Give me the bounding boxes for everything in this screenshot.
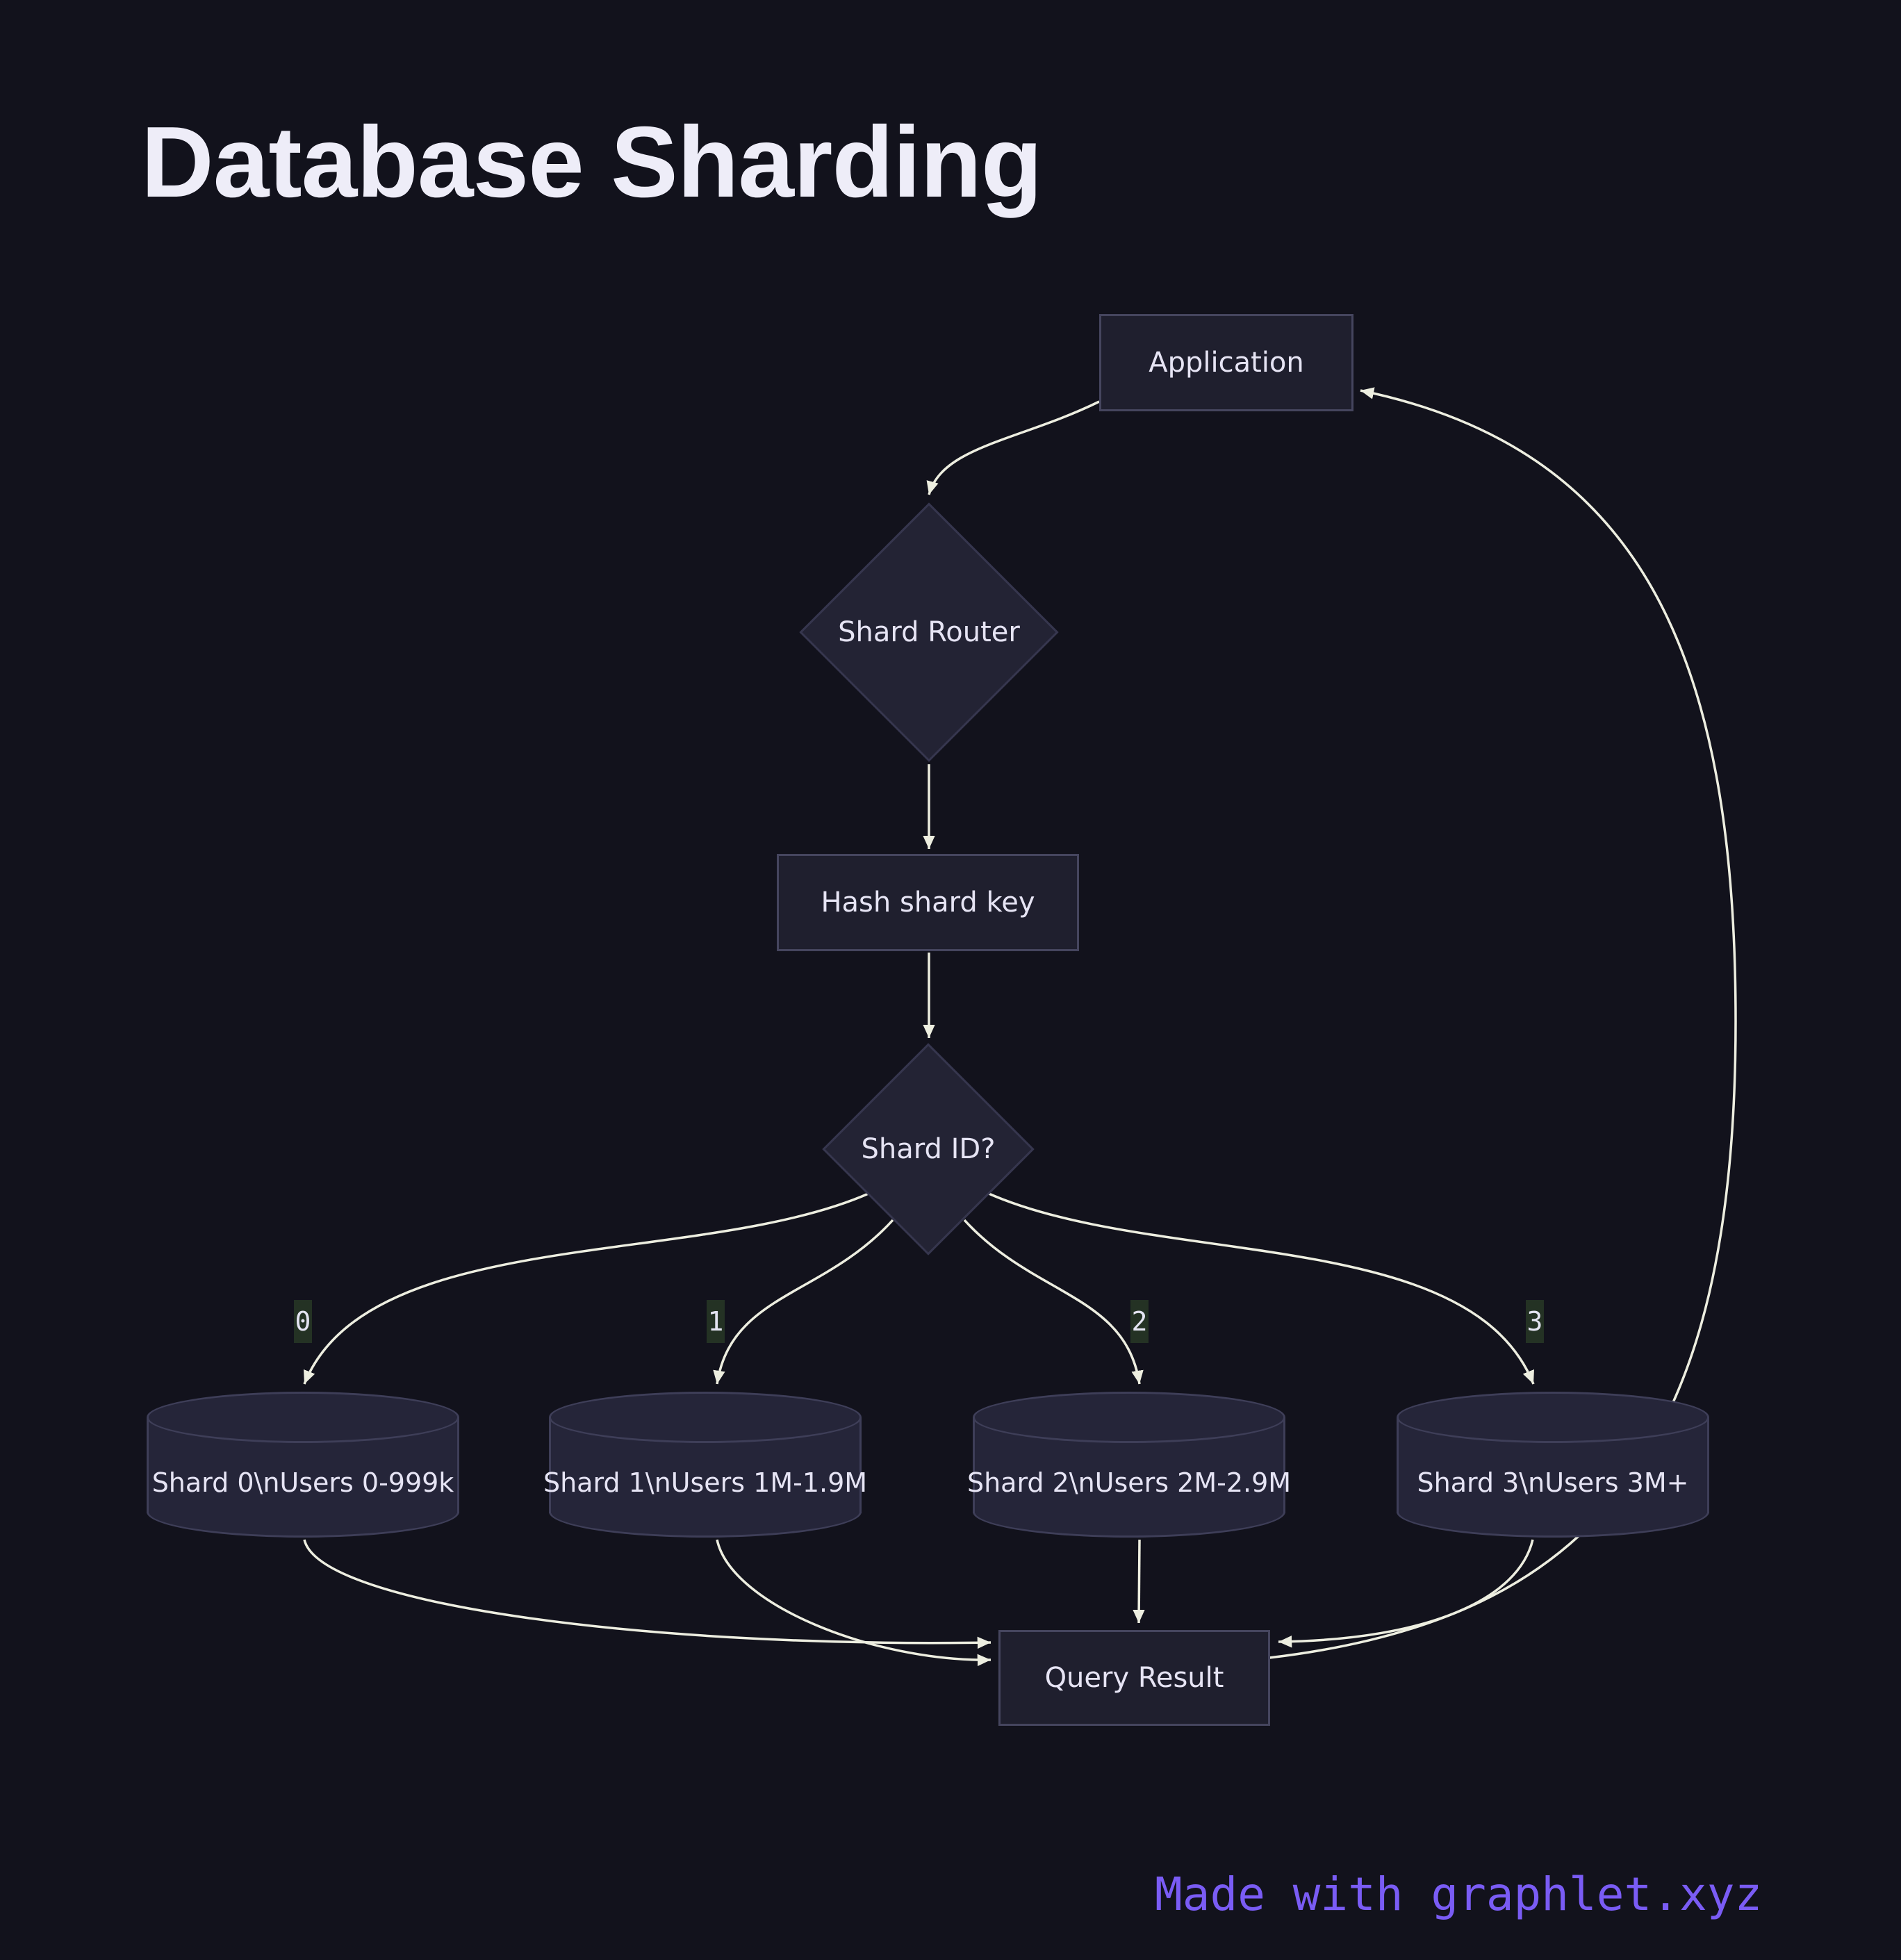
shard-2-cylinder-top: [973, 1392, 1285, 1443]
node-shard-3: Shard 3\nUsers 3M+: [1397, 1392, 1709, 1538]
node-shard-0-label: Shard 0\nUsers 0-999k: [151, 1467, 454, 1498]
node-hash-shard-key-label: Hash shard key: [821, 887, 1035, 919]
credit-link[interactable]: Made with graphlet.xyz: [1155, 1868, 1763, 1921]
shard-1-cylinder-top: [549, 1392, 862, 1443]
edge-label-0: 0: [294, 1300, 312, 1343]
node-shard-1-label: Shard 1\nUsers 1M-1.9M: [543, 1467, 868, 1498]
edge-shard-id-to-shard-0: [303, 1192, 871, 1385]
edge-shard-id-to-shard-3: [987, 1192, 1535, 1385]
node-application-label: Application: [1149, 347, 1304, 379]
node-shard-2-label: Shard 2\nUsers 2M-2.9M: [966, 1467, 1292, 1498]
node-query-result: Query Result: [998, 1630, 1270, 1726]
node-shard-0: Shard 0\nUsers 0-999k: [147, 1392, 459, 1538]
node-shard-1: Shard 1\nUsers 1M-1.9M: [543, 1392, 868, 1538]
node-shard-router: Shard Router: [799, 502, 1059, 763]
page-title: Database Sharding: [141, 106, 1042, 218]
node-shard-id-label: Shard ID?: [861, 1133, 996, 1165]
edge-label-3: 3: [1526, 1300, 1544, 1343]
node-query-result-label: Query Result: [1044, 1662, 1224, 1694]
edge-shard-1-to-query-result: [716, 1539, 991, 1667]
node-shard-2: Shard 2\nUsers 2M-2.9M: [966, 1392, 1292, 1538]
node-shard-router-label: Shard Router: [838, 616, 1020, 648]
edge-shard-3-to-query-result: [1278, 1539, 1534, 1648]
edge-application-to-shard-router: [926, 400, 1100, 495]
node-application: Application: [1099, 314, 1353, 411]
node-hash-shard-key: Hash shard key: [777, 854, 1079, 951]
node-shard-id: Shard ID?: [821, 1043, 1036, 1255]
edge-shard-0-to-query-result: [303, 1539, 991, 1649]
edge-label-1: 1: [707, 1300, 725, 1343]
edge-label-2: 2: [1130, 1300, 1149, 1343]
shard-0-cylinder-top: [147, 1392, 459, 1443]
shard-3-cylinder-top: [1397, 1392, 1709, 1443]
node-shard-3-label: Shard 3\nUsers 3M+: [1417, 1467, 1689, 1498]
